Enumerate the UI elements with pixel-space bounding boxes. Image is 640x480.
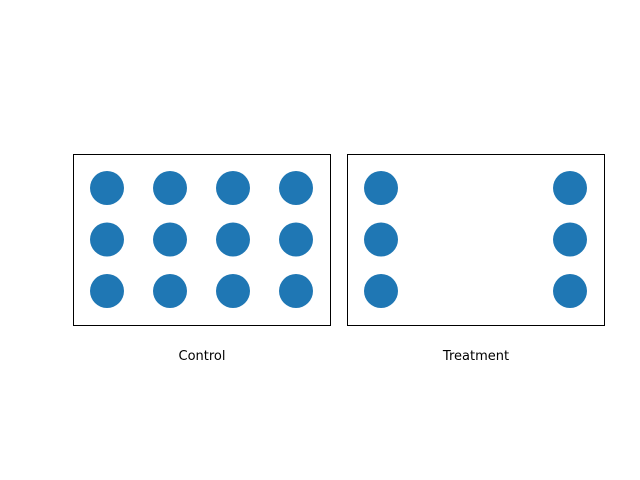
panel-treatment-label: Treatment bbox=[442, 349, 509, 364]
dot-control-r1-c3 bbox=[216, 171, 250, 205]
dot-treatment-r2-c4 bbox=[553, 222, 587, 257]
dot-control-r3-c2 bbox=[153, 274, 187, 308]
dot-control-r2-c2 bbox=[153, 222, 187, 257]
dot-control-r2-c1 bbox=[90, 222, 124, 257]
panel-control-dots bbox=[90, 171, 313, 308]
dot-control-r3-c4 bbox=[279, 274, 313, 308]
dot-treatment-r1-c1 bbox=[364, 171, 398, 205]
dot-treatment-r3-c1 bbox=[364, 274, 398, 308]
panel-treatment: Treatment bbox=[347, 154, 605, 364]
dot-treatment-r2-c1 bbox=[364, 222, 398, 257]
panel-control: Control bbox=[73, 154, 331, 364]
dot-treatment-r3-c4 bbox=[553, 274, 587, 308]
dot-treatment-r1-c4 bbox=[553, 171, 587, 205]
dot-control-r2-c4 bbox=[279, 222, 313, 257]
panel-treatment-dots bbox=[364, 171, 587, 308]
dot-control-r1-c4 bbox=[279, 171, 313, 205]
dot-control-r2-c3 bbox=[216, 222, 250, 257]
dot-control-r3-c1 bbox=[90, 274, 124, 308]
dot-control-r3-c3 bbox=[216, 274, 250, 308]
dot-control-r1-c1 bbox=[90, 171, 124, 205]
dot-control-r1-c2 bbox=[153, 171, 187, 205]
panel-control-label: Control bbox=[179, 349, 226, 364]
